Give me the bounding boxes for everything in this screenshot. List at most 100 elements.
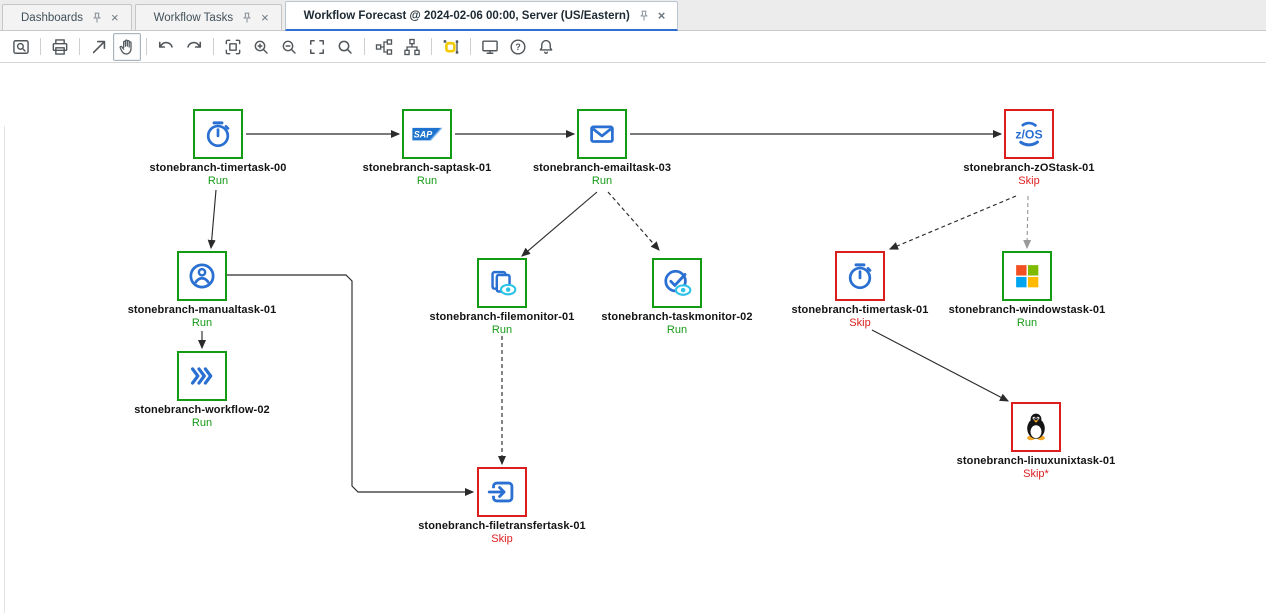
- task-label: stonebranch-emailtask-03: [532, 162, 672, 174]
- workflow-icon: [185, 359, 219, 393]
- toolbar-separator: [431, 38, 432, 55]
- linux-icon: [1019, 410, 1053, 444]
- zoom-in-icon: [251, 37, 271, 57]
- task-status: Run: [191, 417, 213, 429]
- node-stonebranch-saptask-01[interactable]: SAP: [402, 109, 452, 159]
- tab-workflow-tasks[interactable]: Workflow Tasks ×: [134, 4, 282, 30]
- zoom-to-fit-button[interactable]: [219, 33, 247, 61]
- zoom-tool-icon: [335, 37, 355, 57]
- toolbar-separator: [40, 38, 41, 55]
- tab-bar: Dashboards × Workflow Tasks × Workflow Forec…: [0, 0, 1266, 31]
- node-stonebranch-timertask-01[interactable]: [835, 251, 885, 301]
- redo-icon: [184, 37, 204, 57]
- task-status: Skip*: [1023, 468, 1049, 480]
- task-label: stonebranch-workflow-02: [134, 404, 270, 416]
- zoom-tool-button[interactable]: [331, 33, 359, 61]
- close-icon[interactable]: ×: [261, 10, 269, 25]
- help-icon: ?: [508, 37, 528, 57]
- task-label: stonebranch-windowstask-01: [948, 304, 1106, 316]
- task-label: stonebranch-timertask-00: [149, 162, 287, 174]
- edge-stonebranch-timertask-00-to-stonebranch-manualtask-01: [207, 189, 217, 250]
- task-label: stonebranch-timertask-01: [791, 304, 929, 316]
- task-status: Run: [1016, 317, 1038, 329]
- task-label: stonebranch-zOStask-01: [963, 162, 1095, 174]
- tab-workflow-forecast[interactable]: Workflow Forecast @ 2024-02-06 00:00, Se…: [284, 1, 679, 31]
- close-icon[interactable]: ×: [111, 10, 119, 25]
- edge-stonebranch-emailtask-03-to-stonebranch-filemonitor-01: [521, 191, 598, 257]
- zos-icon: z/OS: [1012, 117, 1046, 151]
- edges-layer: [197, 129, 1032, 497]
- pin-icon[interactable]: [639, 10, 649, 22]
- toolbar-separator: [146, 38, 147, 55]
- filetransfer-icon: [485, 475, 519, 509]
- task-status: Run: [207, 175, 229, 187]
- help-button[interactable]: ?: [504, 33, 532, 61]
- undo-button[interactable]: [152, 33, 180, 61]
- edge-stonebranch-emailtask-03-to-stonebranch-taskmonitor-02: [607, 191, 660, 251]
- node-stonebranch-manualtask-01[interactable]: [177, 251, 227, 301]
- toolbar-separator: [364, 38, 365, 55]
- tab-label: Dashboards: [21, 11, 84, 24]
- redo-button[interactable]: [180, 33, 208, 61]
- layout-horizontal-icon: [374, 37, 394, 57]
- tab-label: Workflow Tasks: [153, 11, 234, 24]
- tab-label: Workflow Forecast @ 2024-02-06 00:00, Se…: [303, 9, 630, 22]
- node-stonebranch-timertask-00[interactable]: [193, 109, 243, 159]
- actual-size-button[interactable]: [303, 33, 331, 61]
- edge-stonebranch-zOStask-01-to-stonebranch-windowstask-01: [1023, 195, 1032, 250]
- toolbar-separator: [470, 38, 471, 55]
- task-status: Skip: [491, 533, 513, 545]
- filemonitor-icon: [485, 266, 519, 300]
- node-stonebranch-workflow-02[interactable]: [177, 351, 227, 401]
- task-label: stonebranch-saptask-01: [362, 162, 492, 174]
- monitor-icon: [480, 37, 500, 57]
- manual-icon: [185, 259, 219, 293]
- layout-horizontal-button[interactable]: [370, 33, 398, 61]
- task-label: stonebranch-manualtask-01: [127, 304, 277, 316]
- zoom-window-button[interactable]: [7, 33, 35, 61]
- node-stonebranch-filemonitor-01[interactable]: [477, 258, 527, 308]
- task-label: stonebranch-taskmonitor-02: [601, 311, 753, 323]
- pan-hand-button[interactable]: [113, 32, 141, 61]
- toolbar-separator: [213, 38, 214, 55]
- tab-dashboards[interactable]: Dashboards ×: [2, 4, 132, 30]
- canvas-left-border: [4, 126, 5, 613]
- node-stonebranch-emailtask-03[interactable]: [577, 109, 627, 159]
- node-stonebranch-taskmonitor-02[interactable]: [652, 258, 702, 308]
- pin-icon[interactable]: [242, 12, 252, 24]
- highlight-node-button[interactable]: [437, 33, 465, 61]
- zoom-out-button[interactable]: [275, 33, 303, 61]
- zoom-window-icon: [11, 37, 31, 57]
- task-label: stonebranch-linuxunixtask-01: [956, 455, 1116, 467]
- bell-button[interactable]: [532, 33, 560, 61]
- open-arrow-button[interactable]: [85, 33, 113, 61]
- node-stonebranch-windowstask-01[interactable]: [1002, 251, 1052, 301]
- node-stonebranch-linuxunixtask-01[interactable]: [1011, 402, 1061, 452]
- windows-icon: [1010, 259, 1044, 293]
- layout-vertical-icon: [402, 37, 422, 57]
- task-status: Run: [666, 324, 688, 336]
- open-arrow-icon: [89, 37, 109, 57]
- sap-icon: SAP: [410, 117, 444, 151]
- toolbar-separator: [79, 38, 80, 55]
- close-icon[interactable]: ×: [657, 8, 666, 23]
- highlight-node-icon: [441, 37, 461, 57]
- timer-icon: [201, 117, 235, 151]
- layout-vertical-button[interactable]: [398, 33, 426, 61]
- timer-icon: [843, 259, 877, 293]
- zoom-in-button[interactable]: [247, 33, 275, 61]
- print-button[interactable]: [46, 33, 74, 61]
- monitor-button[interactable]: [476, 33, 504, 61]
- node-stonebranch-zOStask-01[interactable]: z/OS: [1004, 109, 1054, 159]
- zoom-to-fit-icon: [223, 37, 243, 57]
- edge-stonebranch-timertask-01-to-stonebranch-linuxunixtask-01: [871, 329, 1010, 402]
- edge-stonebranch-zOStask-01-to-stonebranch-timertask-01: [888, 195, 1017, 250]
- task-label: stonebranch-filemonitor-01: [429, 311, 575, 323]
- toolbar: ?: [0, 31, 1266, 63]
- task-status: Run: [416, 175, 438, 187]
- node-stonebranch-filetransfertask-01[interactable]: [477, 467, 527, 517]
- pin-icon[interactable]: [92, 12, 102, 24]
- edge-stonebranch-manualtask-01-to-stonebranch-filetransfertask-01: [227, 274, 475, 497]
- print-icon: [50, 37, 70, 57]
